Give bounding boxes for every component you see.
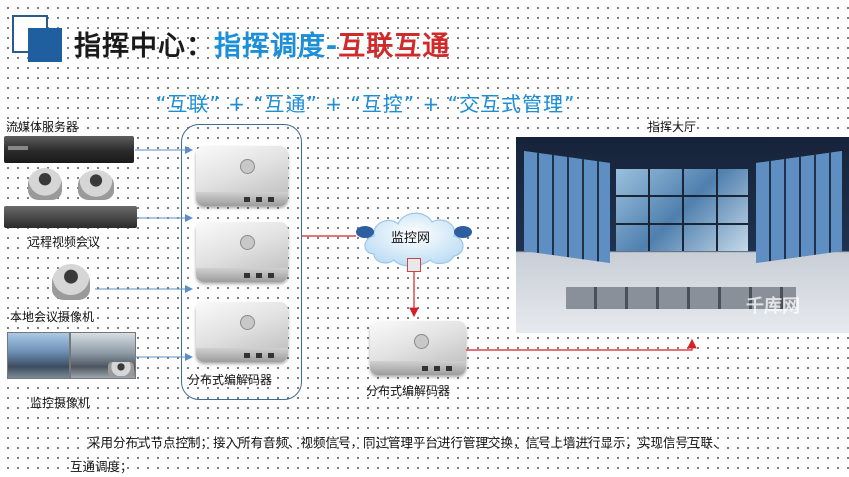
description-line-2: 互通调度； [70, 456, 133, 475]
description-line-1: 采用分布式节点控制；接入所有音频、视频信号，同过管理平台进行管理交换，信号上墙进… [88, 432, 726, 451]
arrow-encoder-to-hall [466, 340, 692, 350]
